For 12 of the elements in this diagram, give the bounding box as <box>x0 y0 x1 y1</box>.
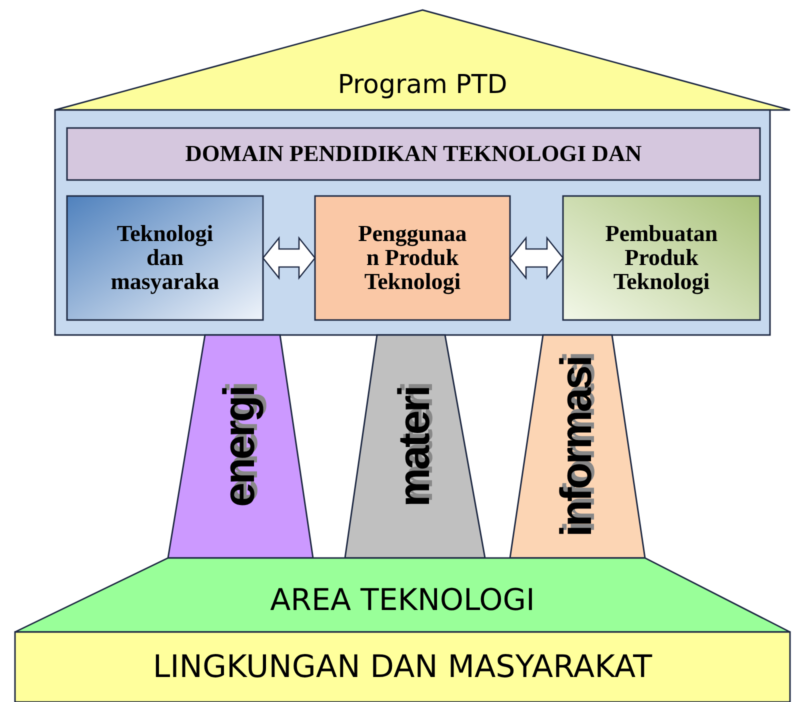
foundation-label: LINGKUNGAN DAN MASYARAKAT <box>152 649 652 685</box>
double-arrow <box>509 236 564 280</box>
topic-label: Teknologi dan masyaraka <box>110 222 220 294</box>
pillar-label: informasi <box>556 356 600 537</box>
topic-label: Penggunaa n Produk Teknologi <box>357 222 468 294</box>
area-label: AREA TEKNOLOGI <box>270 582 535 618</box>
heading: Program PTD <box>338 70 508 100</box>
topic-label: Pembuatan Produk Teknologi <box>604 222 719 294</box>
pillar-label: energi <box>218 386 262 507</box>
domain-title: DOMAIN PENDIDIKAN TEKNOLOGI DAN <box>185 141 642 167</box>
double-arrow <box>262 236 316 280</box>
pillar-label: materi <box>393 386 437 507</box>
